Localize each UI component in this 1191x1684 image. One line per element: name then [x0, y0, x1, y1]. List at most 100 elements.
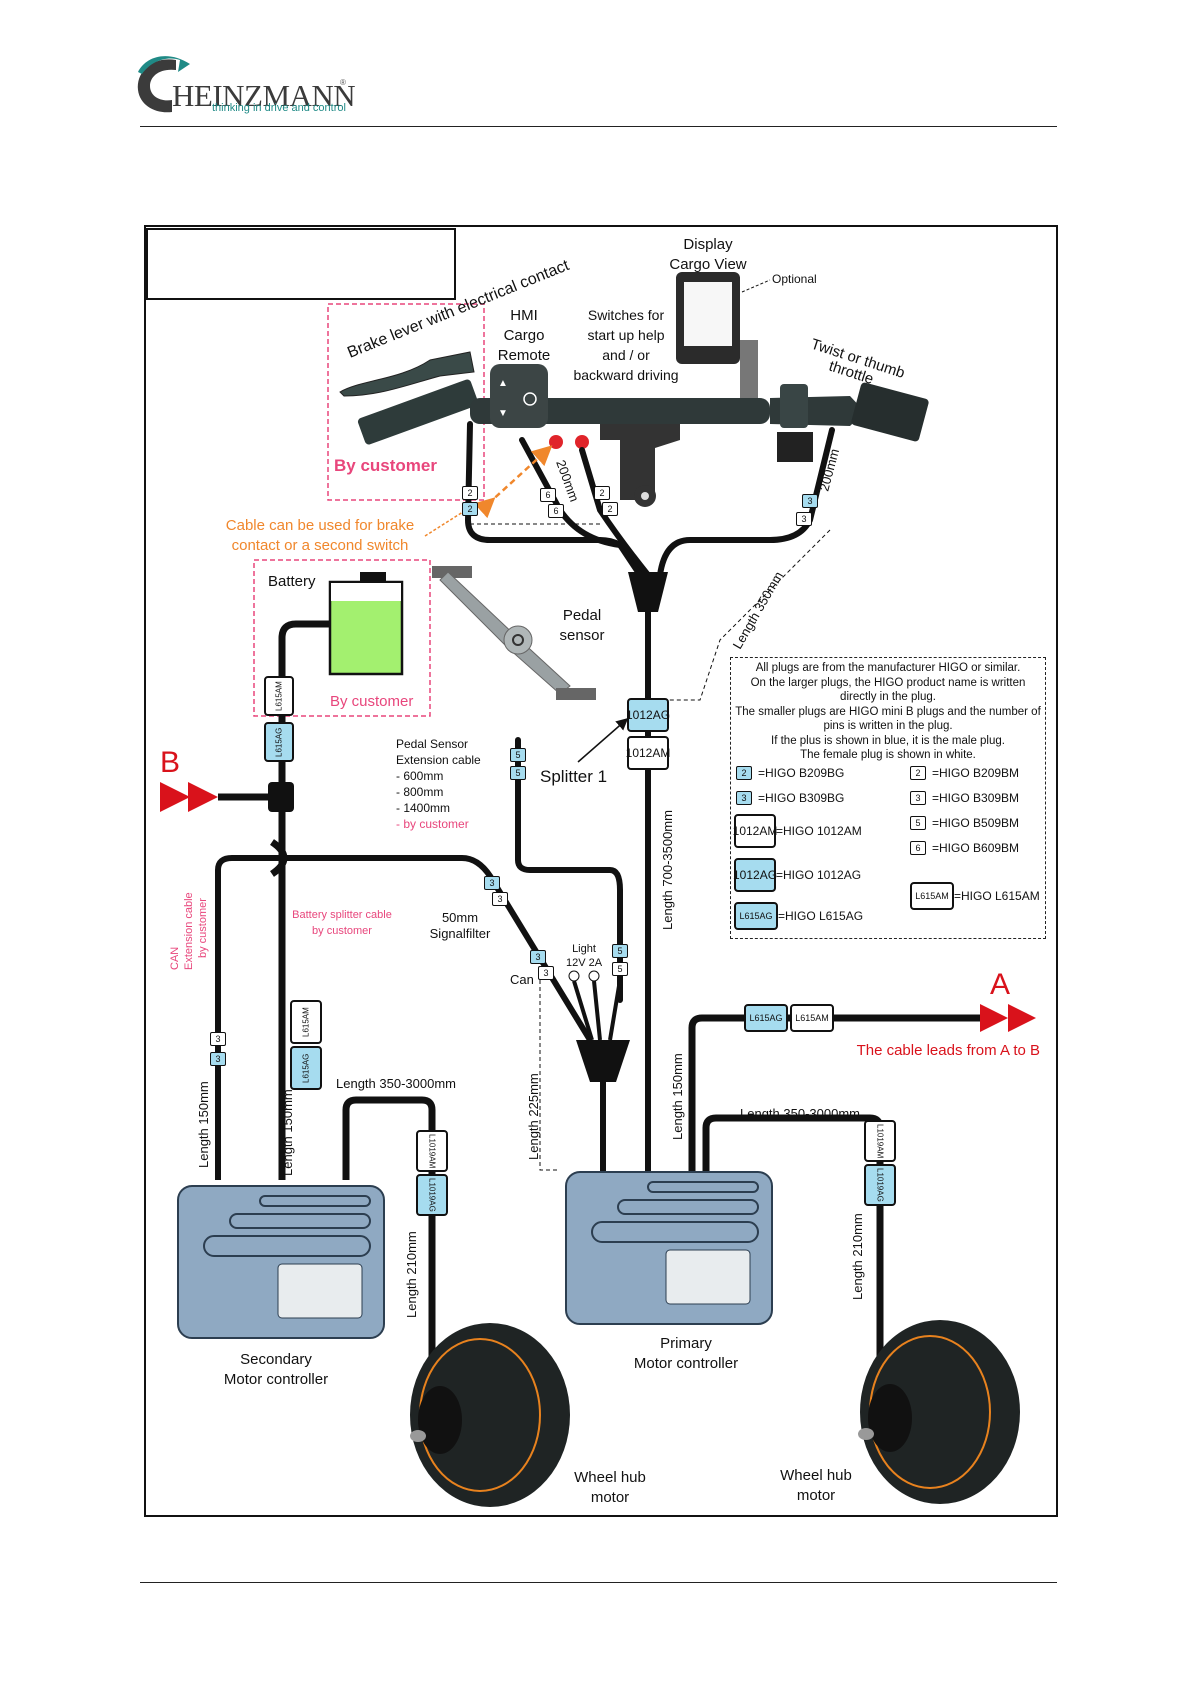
logo-registered: ® — [340, 78, 346, 87]
length-210-primary: Length 210mm — [850, 1213, 865, 1300]
plug-5-male-light: 5 — [612, 944, 628, 958]
switches-label-3: and / or — [602, 347, 650, 363]
legend-item: L615AM=HIGO L615AM — [910, 882, 1040, 910]
heinzmann-logo-icon — [137, 56, 190, 113]
plug-legend — [730, 657, 1046, 939]
legend-intro-line: The smaller plugs are HIGO mini B plugs … — [735, 705, 1041, 733]
plug-5-female-light: 5 — [612, 962, 628, 976]
plug-l1019ag-secondary: L1019AG — [416, 1174, 448, 1216]
wheel-hub-left-label-1: Wheel hub — [574, 1469, 646, 1486]
plug-3-female-filter: 3 — [492, 892, 508, 906]
primary-label-2: Motor controller — [634, 1355, 738, 1372]
display-label-1: Display — [683, 236, 733, 253]
splitter-1-body — [628, 572, 668, 612]
red-switch-2-icon — [575, 435, 589, 449]
plug-l615ag-battery: L615AG — [264, 722, 294, 762]
secondary-label-2: Motor controller — [224, 1371, 328, 1388]
can-ext-1: CAN — [169, 947, 181, 970]
plug-3-male-throttle: 3 — [802, 494, 818, 508]
cable-crossover — [269, 839, 288, 877]
cable-note-1: Cable can be used for brake — [226, 517, 414, 534]
switches-label-2: start up help — [587, 327, 664, 343]
legend-intro-line: The female plug is shown in white. — [800, 749, 976, 761]
plug-2-female-switch: 2 — [594, 486, 610, 500]
wheel-hub-left-label-2: motor — [591, 1489, 629, 1506]
length-150-secondary: Length 150mm — [280, 1089, 295, 1176]
plug-3-male-can-ext: 3 — [210, 1052, 226, 1066]
can-label: Can — [510, 972, 534, 987]
legend-item: 5=HIGO B509BM — [910, 816, 1019, 830]
wheel-hub-left-icon — [410, 1323, 570, 1507]
optional-leader — [741, 279, 771, 293]
length-225: Length 225mm — [526, 1073, 541, 1160]
battery-customer-box — [253, 559, 431, 717]
diagram-frame — [144, 225, 1058, 1517]
legend-intro-line: On the larger plugs, the HIGO product na… — [750, 676, 1026, 704]
pedal-ext-4: - 800mm — [396, 785, 443, 799]
primary-controller-icon — [565, 1171, 773, 1325]
battery-junction — [268, 782, 294, 812]
plug-l615ag-secondary: L615AG — [290, 1046, 322, 1090]
length-350mm: Length 350mm — [730, 569, 786, 652]
optional-label: Optional — [772, 272, 817, 286]
red-switch-1-icon — [549, 435, 563, 449]
plug-l1019ag-primary: L1019AG — [864, 1164, 896, 1206]
plug-2-male-switch: 2 — [602, 502, 618, 516]
light-plus-icon — [568, 970, 580, 982]
pedal-sensor-icon — [432, 566, 596, 700]
a-to-b-note: The cable leads from A to B — [857, 1042, 1040, 1059]
legend-item: 2=HIGO B209BG — [736, 766, 844, 780]
pedal-ext-customer: - by customer — [396, 817, 469, 831]
pedal-ext-1: Pedal Sensor — [396, 737, 468, 751]
plug-5-male-pedal: 5 — [510, 748, 526, 762]
handlebar-icon: ▲ ▼ — [470, 272, 929, 507]
splitter-1-label: Splitter 1 — [540, 767, 607, 786]
plug-l615am-secondary: L615AM — [290, 1000, 322, 1044]
plug-6-female: 6 — [540, 488, 556, 502]
pedal-ext-5: - 1400mm — [396, 801, 450, 815]
marker-a: A — [990, 968, 1010, 1001]
plug-2-female-brake: 2 — [462, 486, 478, 500]
legend-intro: All plugs are from the manufacturer HIGO… — [735, 661, 1041, 763]
signalfilter-label-2: Signalfilter — [430, 926, 491, 941]
cable-note-leader — [424, 509, 467, 537]
length-700-3500: Length 700-3500mm — [660, 810, 675, 930]
svg-text:▼: ▼ — [498, 408, 508, 419]
length-150-can: Length 150mm — [196, 1081, 211, 1168]
pedal-sensor-label-1: Pedal — [563, 607, 601, 624]
footer-divider — [140, 1582, 1057, 1583]
cable-note-2: contact or a second switch — [232, 537, 409, 554]
can-ext-2: Extension cable — [183, 892, 195, 970]
switches-label-4: backward driving — [573, 367, 678, 383]
pedal-ext-2: Extension cable — [396, 753, 481, 767]
brake-lever-icon — [339, 351, 479, 445]
length-150-primary: Length 150mm — [670, 1053, 685, 1140]
hmi-200mm: 200mm — [553, 458, 582, 504]
wheel-hub-right-label-2: motor — [797, 1487, 835, 1504]
by-customer-brake: By customer — [334, 456, 437, 475]
marker-b: B — [160, 746, 180, 779]
light-label-1: Light — [572, 943, 596, 955]
plug-3-female-can-ext: 3 — [210, 1032, 226, 1046]
display-label-2: Cargo View — [669, 256, 746, 273]
hmi-label-3: Remote — [498, 347, 551, 364]
battery-splitter-2: by customer — [312, 925, 372, 937]
plug-3-female-can: 3 — [538, 966, 554, 980]
brake-lever-label-1: Brake lever with electrical contact — [345, 257, 572, 362]
switches-label-1: Switches for — [588, 307, 665, 323]
plug-5-male-pedal-2: 5 — [510, 766, 526, 780]
logo-brand: HEINZMANN — [172, 78, 356, 113]
pedal-sensor-label-2: sensor — [559, 627, 604, 644]
battery-terminal — [360, 572, 386, 582]
plug-l1019am-primary: L1019AM — [864, 1120, 896, 1162]
hmi-remote-icon — [490, 364, 548, 428]
plug-l1019am-secondary: L1019AM — [416, 1130, 448, 1172]
hmi-label-2: Cargo — [504, 327, 545, 344]
hmi-label-1: HMI — [510, 307, 538, 324]
plug-l615am-battery: L615AM — [264, 676, 294, 716]
light-minus-icon — [588, 970, 600, 982]
legend-item: L615AG=HIGO L615AG — [734, 902, 863, 930]
secondary-label-1: Secondary — [240, 1351, 312, 1368]
